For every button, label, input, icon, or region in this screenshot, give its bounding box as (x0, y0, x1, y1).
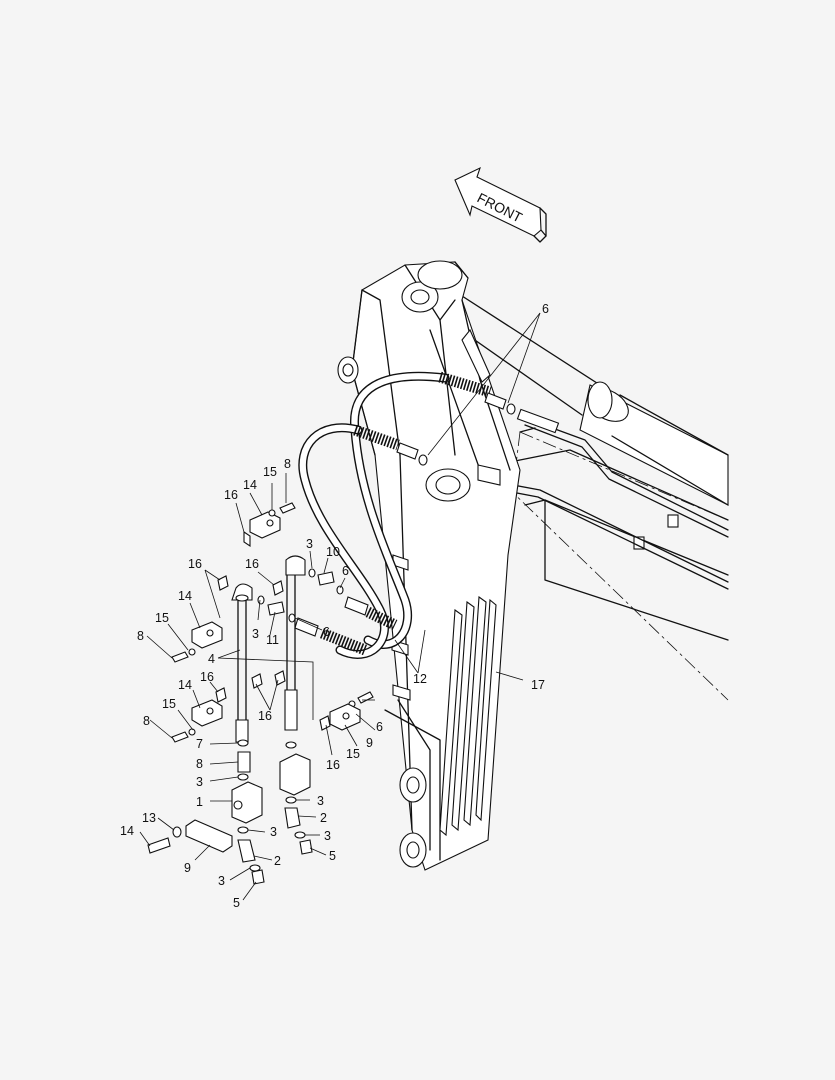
callout-3: 3 (317, 794, 324, 808)
callout-15: 15 (263, 465, 277, 479)
callout-15: 15 (155, 611, 169, 625)
callout-14: 14 (243, 478, 257, 492)
callout-16: 16 (245, 557, 259, 571)
boom-cylinder (431, 284, 729, 506)
front-arrow-icon: FRONT (454, 166, 547, 243)
callout-9: 10 (326, 545, 340, 559)
callout-14: 14 (178, 678, 192, 692)
callout-6: 7 (196, 737, 203, 751)
callout-5: 5 (233, 896, 240, 910)
callout-5: 5 (329, 849, 336, 863)
arm-body (337, 260, 521, 871)
callout-7: 8 (196, 757, 203, 771)
callout-2: 2 (320, 811, 327, 825)
callout-14: 14 (178, 589, 192, 603)
callout-13: 14 (120, 824, 134, 838)
callout-16: 16 (224, 488, 238, 502)
callout-3: 3 (196, 775, 203, 789)
loose-parts (147, 502, 374, 885)
callout-3: 3 (324, 829, 331, 843)
callout-10: 12 (413, 672, 427, 686)
callout-2: 2 (274, 854, 281, 868)
callout-8: 6 (376, 720, 383, 734)
callout-16: 16 (188, 557, 202, 571)
callout-4: 4 (208, 652, 215, 666)
callout-3: 3 (218, 874, 225, 888)
callout-16: 16 (258, 709, 272, 723)
callout-14: 15 (346, 747, 360, 761)
hose-assemblies (294, 371, 516, 659)
callout-15: 9 (366, 736, 373, 750)
callout-17: 17 (531, 678, 545, 692)
callout-16: 16 (200, 670, 214, 684)
callout-6: 6 (323, 625, 330, 639)
callout-15: 15 (162, 697, 176, 711)
callout-16: 16 (326, 758, 340, 772)
callout-12: 13 (142, 811, 156, 825)
callout-1: 1 (196, 795, 203, 809)
callout-9: 11 (266, 633, 279, 647)
callout-3: 3 (270, 825, 277, 839)
callout-8: 8 (143, 714, 150, 728)
callout-6: 6 (342, 564, 349, 578)
callout-6: 6 (542, 302, 549, 316)
callout-8: 8 (284, 457, 291, 471)
callout-8: 8 (137, 629, 144, 643)
callout-3: 3 (252, 627, 259, 641)
callout-3: 3 (306, 537, 313, 551)
callout-11: 9 (184, 861, 191, 875)
leader-lines (139, 312, 541, 901)
callout-labels: 6 17 12 15 8 14 16 3 10 6 16 16 14 15 8 … (120, 302, 549, 910)
